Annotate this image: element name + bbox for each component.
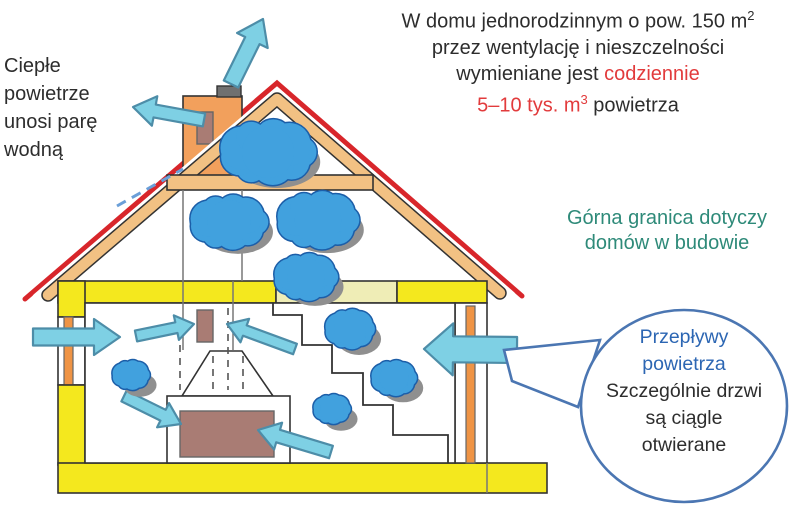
airflow-arrow-chimney-left xyxy=(131,95,207,128)
annotation-line-3-highlight: codziennie xyxy=(604,62,700,85)
floor-slab xyxy=(57,462,548,494)
annotation-warm-air: Ciepłe powietrze unosi parę wodną xyxy=(4,55,98,161)
staircase xyxy=(272,303,449,463)
ceiling-right xyxy=(396,280,488,304)
speech-bubble xyxy=(502,308,789,504)
airflow-arrow-fire-right xyxy=(256,421,334,460)
annotation-line-4: 5–10 tys. m3 powietrza xyxy=(350,87,790,119)
roof-leak-dashed-line xyxy=(116,167,184,208)
annotation-line-1: W domu jednorodzinnym o pow. 150 m2 xyxy=(350,3,790,35)
annotation-line-3-plain: wymieniane jest xyxy=(456,62,605,85)
speech-bubble-title: Przepływy powietrza xyxy=(639,326,729,375)
room-vent xyxy=(196,309,214,343)
moisture-cloud-attic-large xyxy=(219,117,321,189)
door-leaf xyxy=(465,305,476,464)
superscript-2: 2 xyxy=(747,8,755,23)
airflow-arrows xyxy=(31,17,519,460)
window-frame xyxy=(63,316,74,386)
chimney-cap xyxy=(216,85,242,98)
speech-bubble-circle xyxy=(579,308,789,504)
moisture-cloud-attic-left xyxy=(189,193,273,254)
airflow-arrow-vent-left xyxy=(133,314,196,343)
moisture-cloud-attic-low xyxy=(273,251,344,306)
moisture-cloud-room-2 xyxy=(370,358,424,403)
moisture-cloud-room-1 xyxy=(323,307,382,355)
annotation-line-1-text: W domu jednorodzinnym o pow. 150 m xyxy=(401,10,748,33)
roof-red-edge xyxy=(22,79,525,302)
annotation-line-3: wymieniane jest codziennie xyxy=(350,61,790,87)
annotation-air-exchange: W domu jednorodzinnym o pow. 150 m2 prze… xyxy=(350,3,790,118)
airflow-arrow-window-in xyxy=(31,317,122,357)
left-wall-bottom xyxy=(57,384,86,466)
roof-rafters xyxy=(32,86,516,302)
annotation-line-4-plain: powietrza xyxy=(587,94,679,117)
left-wall-top xyxy=(57,280,86,318)
annotation-line-2: przez wentylację i nieszczelności xyxy=(431,36,725,59)
ceiling-left xyxy=(57,280,277,304)
superscript-3: 3 xyxy=(580,91,588,107)
airflow-arrow-vent-right xyxy=(225,317,298,356)
airflow-arrow-chimney-up xyxy=(222,17,269,89)
moisture-clouds xyxy=(111,117,424,431)
moisture-cloud-attic-mid xyxy=(276,189,364,254)
annotation-upper-limit: Górna granica dotyczy domów w budowie xyxy=(566,207,768,254)
speech-bubble-body: Szczególnie drzwi są ciągle otwierane xyxy=(605,380,763,456)
firebox xyxy=(179,410,275,458)
moisture-cloud-room-3 xyxy=(312,392,358,431)
speech-bubble-text: Przepływy powietrza Szczególnie drzwi są… xyxy=(584,324,784,459)
annotation-line-4-highlight: 5–10 tys. m xyxy=(477,94,581,117)
moisture-cloud-room-left xyxy=(111,358,157,397)
rafter-beam xyxy=(42,93,506,301)
